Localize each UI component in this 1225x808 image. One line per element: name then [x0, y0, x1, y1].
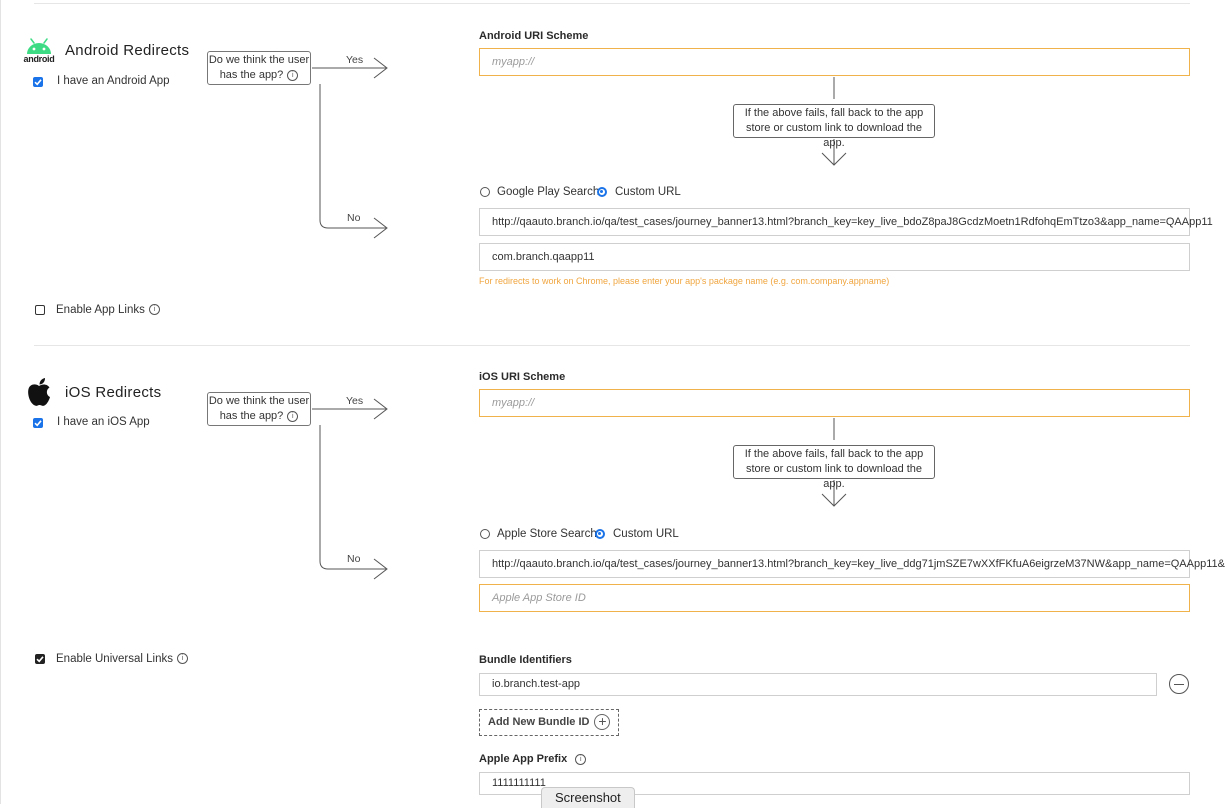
android-question-text: Do we think the user has the app? — [208, 54, 310, 81]
ios-has-app-label: I have an iOS App — [57, 416, 150, 428]
remove-bundle-id-icon[interactable] — [1169, 674, 1189, 694]
android-flow-arrows — [312, 57, 388, 239]
info-icon: i — [148, 304, 160, 316]
android-section-title: Android Redirects — [65, 42, 190, 59]
android-question-box: Do we think the user has the app?i — [207, 51, 311, 85]
android-uri-scheme-placeholder: myapp:// — [492, 56, 535, 68]
android-logo-icon: android — [22, 37, 56, 67]
ios-question-text: Do we think the user has the app? — [208, 395, 310, 422]
ios-app-store-id-input[interactable]: Apple App Store ID — [479, 584, 1190, 612]
android-fallback-arrows — [821, 77, 847, 166]
ios-radio-custom-url[interactable] — [595, 529, 605, 539]
ios-custom-url-input[interactable]: http://qaauto.branch.io/qa/test_cases/jo… — [479, 550, 1225, 578]
page-left-border — [0, 0, 1, 804]
android-radio-custom-url-label: Custom URL — [615, 186, 681, 198]
android-fallback-box: If the above fails, fall back to the app… — [733, 104, 935, 149]
ios-radio-apple-store[interactable] — [480, 529, 490, 539]
ios-radio-apple-store-label: Apple Store Search — [497, 528, 597, 540]
info-icon: i — [176, 653, 188, 665]
info-icon: i — [287, 69, 299, 81]
app-links-checkbox[interactable] — [35, 305, 45, 315]
android-package-hint: For redirects to work on Chrome, please … — [479, 276, 890, 286]
ios-uri-scheme-placeholder: myapp:// — [492, 397, 535, 409]
section-divider-middle — [34, 345, 1190, 346]
ios-fallback-box: If the above fails, fall back to the app… — [733, 445, 935, 490]
android-has-app-label: I have an Android App — [57, 75, 170, 87]
ios-flow-arrows — [312, 398, 388, 580]
universal-links-label-text: Enable Universal Links — [56, 653, 173, 665]
add-bundle-id-button[interactable]: Add New Bundle ID + — [479, 709, 620, 736]
app-prefix-label: Apple App Prefix i — [479, 753, 587, 765]
info-icon: i — [575, 753, 587, 765]
ios-uri-scheme-input[interactable]: myapp:// — [479, 389, 1190, 417]
android-logo-text: android — [23, 54, 55, 64]
ios-section-title: iOS Redirects — [65, 384, 162, 401]
android-radio-custom-url[interactable] — [597, 187, 607, 197]
plus-icon: + — [594, 714, 611, 731]
android-custom-url-input[interactable]: http://qaauto.branch.io/qa/test_cases/jo… — [479, 208, 1213, 236]
ios-no-label: No — [347, 553, 361, 565]
app-prefix-input[interactable]: 1111111111 — [479, 772, 1190, 795]
ios-radio-custom-url-label: Custom URL — [613, 528, 679, 540]
android-radio-google-play[interactable] — [480, 187, 490, 197]
ios-yes-label: Yes — [346, 395, 364, 407]
android-uri-scheme-label: Android URI Scheme — [479, 30, 589, 42]
android-uri-scheme-input[interactable]: myapp:// — [479, 48, 1190, 76]
info-icon: i — [287, 410, 299, 422]
ios-app-store-id-placeholder: Apple App Store ID — [492, 592, 586, 604]
apple-logo-icon — [26, 376, 52, 408]
android-has-app-checkbox[interactable] — [33, 77, 43, 87]
bundle-identifiers-label: Bundle Identifiers — [479, 654, 572, 666]
app-links-label-text: Enable App Links — [56, 304, 145, 316]
ios-question-box: Do we think the user has the app?i — [207, 392, 311, 426]
ios-fallback-arrows — [821, 418, 847, 507]
universal-links-checkbox[interactable] — [35, 654, 45, 664]
ios-uri-scheme-label: iOS URI Scheme — [479, 371, 566, 383]
android-package-name-input[interactable]: com.branch.qaapp11 — [479, 243, 1190, 271]
android-no-label: No — [347, 212, 361, 224]
android-yes-label: Yes — [346, 54, 364, 66]
ios-has-app-checkbox[interactable] — [33, 418, 43, 428]
add-bundle-id-label: Add New Bundle ID — [488, 716, 590, 728]
screenshot-tooltip: Screenshot — [541, 787, 635, 808]
android-radio-google-play-label: Google Play Search — [497, 186, 600, 198]
app-prefix-label-text: Apple App Prefix — [479, 753, 568, 765]
bundle-id-input[interactable]: io.branch.test-app — [479, 673, 1157, 696]
section-divider-top — [34, 3, 1190, 4]
